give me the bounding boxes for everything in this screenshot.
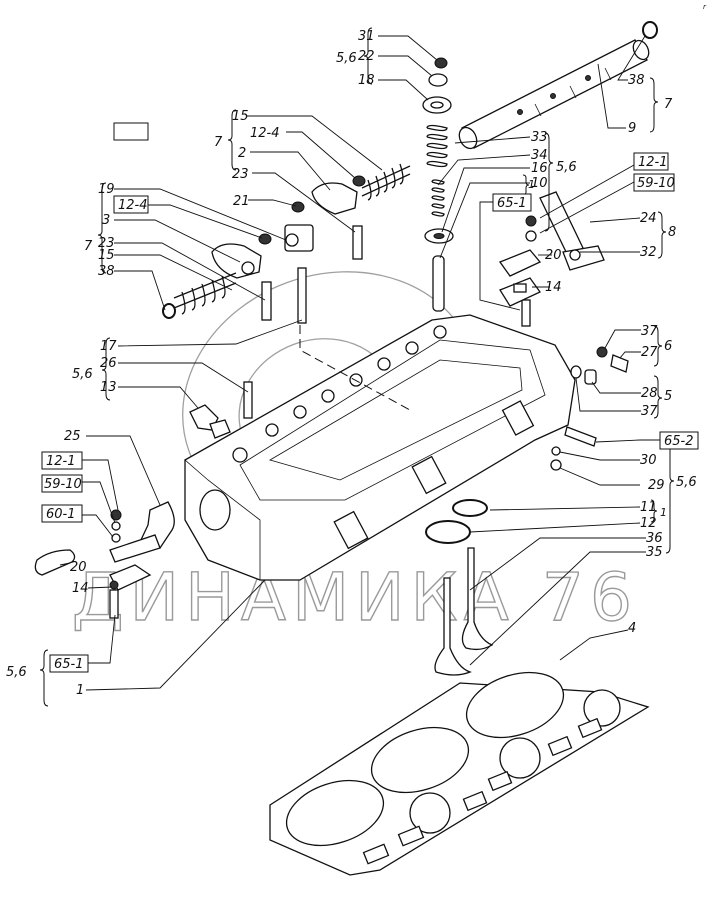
- valve-parts: [425, 499, 494, 676]
- group-6: 6: [664, 339, 672, 354]
- callout-65-1-b: 65-1: [54, 657, 84, 672]
- callout-28: 28: [641, 386, 658, 401]
- callout-37-a: 37: [641, 324, 658, 339]
- callout-11: 11: [640, 500, 657, 515]
- callout-18: 18: [358, 73, 375, 88]
- callout-23-a: 23: [232, 167, 249, 182]
- callout-59-10-a: 59-10: [637, 176, 675, 191]
- rocker-shaft-part: [458, 39, 650, 150]
- callout-29: 29: [648, 478, 665, 493]
- callout-2: 2: [238, 146, 246, 161]
- callout-12-1-a: 12-1: [638, 155, 668, 170]
- callout-32: 32: [640, 245, 657, 260]
- callout-15-b: 15: [98, 248, 115, 263]
- callout-1: 1: [76, 683, 84, 698]
- callout-14-a: 14: [545, 280, 562, 295]
- leader-lines: [59, 35, 660, 691]
- callout-9: 9: [628, 121, 636, 136]
- callout-30: 30: [640, 453, 657, 468]
- group-7-b: 7: [214, 135, 223, 150]
- callout-38-a: 38: [628, 73, 645, 88]
- callout-23-b: 23: [98, 236, 115, 251]
- group-7-c: 7: [84, 239, 93, 254]
- outlet-pipe-parts: [34, 404, 231, 619]
- snap-ring-part: [642, 21, 658, 39]
- callout-65-2: 65-2: [664, 434, 694, 449]
- group-5-6-c: 5,6: [72, 367, 93, 382]
- callout-34: 34: [531, 148, 548, 163]
- callout-59-10-b: 59-10: [44, 477, 82, 492]
- callout-19: 19: [98, 182, 115, 197]
- callout-14-b: 14: [72, 581, 89, 596]
- callout-35: 35: [646, 545, 663, 560]
- callout-27: 27: [641, 345, 658, 360]
- group-5-6-e: 5,6: [6, 665, 27, 680]
- callout-60-1: 60-1: [46, 507, 76, 522]
- callout-31: 31: [358, 29, 375, 44]
- callout-16: 16: [531, 161, 548, 176]
- callout-3: 3: [102, 213, 110, 228]
- callout-10: 10: [531, 176, 548, 191]
- callout-12-1-b: 12-1: [46, 454, 76, 469]
- group-5: 5: [664, 389, 672, 404]
- callout-17: 17: [100, 339, 117, 354]
- callout-22: 22: [358, 49, 375, 64]
- callout-65-1-a: 65-1: [497, 196, 527, 211]
- callout-12: 12: [640, 516, 657, 531]
- group-1-b: 1: [660, 506, 667, 519]
- valve-spring-parts: [424, 124, 454, 312]
- callout-20-a: 20: [545, 248, 562, 263]
- group-5-6-a: 5,6: [336, 51, 357, 66]
- group-1-a: 1: [528, 178, 535, 191]
- cylinder-head-part: [184, 314, 576, 581]
- head-gasket-part: [269, 671, 650, 876]
- callout-26: 26: [100, 356, 117, 371]
- corner-mark: r: [703, 3, 707, 11]
- callout-24: 24: [640, 211, 657, 226]
- callout-4: 4: [628, 621, 636, 636]
- callout-20-b: 20: [70, 560, 87, 575]
- rocker-arm-parts: [162, 163, 531, 419]
- callout-13: 13: [100, 380, 117, 395]
- callout-21: 21: [233, 194, 250, 209]
- group-7-a: 7: [664, 97, 673, 112]
- label-boxes: [41, 122, 699, 673]
- callout-38-b: 38: [98, 264, 115, 279]
- callout-12-4-a: 12-4: [250, 126, 280, 141]
- fitting-parts: [498, 191, 629, 471]
- watermark-text: ДИНАМИКА 76: [72, 559, 632, 636]
- group-braces: [39, 27, 675, 707]
- callout-33: 33: [531, 130, 548, 145]
- callout-labels: 31 22 18 5,6 38 9 7 15 12-4 2 23 7 21 19…: [6, 29, 697, 698]
- callout-25: 25: [64, 429, 81, 444]
- callout-15-a: 15: [232, 109, 249, 124]
- valve-keeper-parts: [422, 57, 452, 114]
- callout-36: 36: [646, 531, 663, 546]
- callout-37-b: 37: [641, 404, 658, 419]
- group-5-6-b: 5,6: [556, 160, 577, 175]
- group-5-6-d: 5,6: [676, 475, 697, 490]
- group-8: 8: [668, 225, 676, 240]
- callout-12-4-b: 12-4: [118, 198, 148, 213]
